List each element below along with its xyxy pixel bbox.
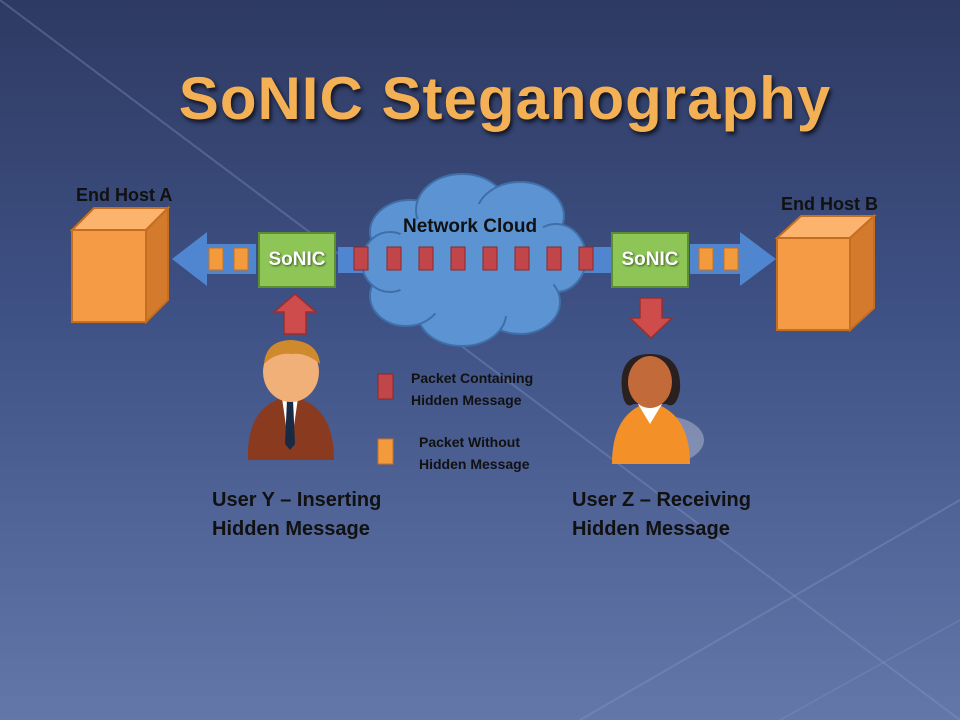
- end-host-b-label: End Host B: [781, 194, 878, 214]
- user-z-label: User Z – Receiving Hidden Message: [572, 486, 751, 544]
- legend-swatch-plain: [377, 438, 394, 465]
- end-host-b-box: [774, 213, 877, 333]
- legend-plain-line1: Packet Without: [419, 434, 520, 450]
- network-cloud-label: Network Cloud: [403, 216, 538, 237]
- packet-hidden: [482, 246, 498, 271]
- decor-line: [579, 499, 960, 720]
- legend-hidden-line1: Packet Containing: [411, 370, 534, 386]
- packet-hidden: [386, 246, 402, 271]
- decor-line: [779, 619, 960, 720]
- packet-hidden: [450, 246, 466, 271]
- packet-plain: [208, 247, 224, 271]
- user-z-line2: Hidden Message: [572, 518, 730, 540]
- legend-swatch-hidden: [377, 373, 394, 400]
- packet-hidden: [418, 246, 434, 271]
- user-y-icon: [247, 340, 334, 460]
- legend-hidden-text: Packet Containing Hidden Message: [411, 367, 533, 411]
- packet-hidden: [546, 246, 562, 271]
- up-arrow-icon: [271, 293, 319, 335]
- packet-hidden: [353, 246, 369, 271]
- end-host-a-box: [69, 205, 171, 325]
- packet-hidden: [578, 246, 594, 271]
- user-y-line2: Hidden Message: [212, 518, 370, 540]
- user-z-icon: [612, 354, 704, 464]
- cloud-core: [390, 204, 560, 320]
- user-y-label: User Y – Inserting Hidden Message: [212, 486, 381, 544]
- slide-title: SoNIC Steganography: [178, 65, 832, 132]
- packet-plain: [698, 247, 714, 271]
- legend-plain-line2: Hidden Message: [419, 456, 530, 472]
- user-z-line1: User Z – Receiving: [572, 489, 751, 511]
- down-arrow-icon: [628, 297, 674, 340]
- packet-plain: [233, 247, 249, 271]
- sonic-right-box: SoNIC: [611, 232, 689, 288]
- legend-hidden-line2: Hidden Message: [411, 392, 522, 408]
- user-y-line1: User Y – Inserting: [212, 489, 382, 511]
- sonic-left-box: SoNIC: [258, 232, 336, 288]
- end-host-a-label: End Host A: [76, 185, 173, 205]
- packet-plain: [723, 247, 739, 271]
- packet-hidden: [514, 246, 530, 271]
- legend-plain-text: Packet Without Hidden Message: [419, 431, 529, 475]
